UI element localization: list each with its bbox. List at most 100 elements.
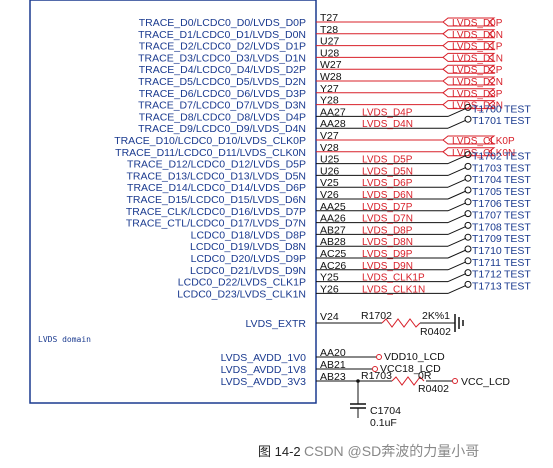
testpoint-circle bbox=[464, 233, 472, 241]
pin-number: W28 bbox=[320, 71, 342, 83]
pin-number: Y27 bbox=[320, 83, 339, 95]
testpoint-ref: T1700 bbox=[472, 103, 502, 115]
testpoint-label: TEST bbox=[504, 174, 531, 186]
pin-name: TRACE_D13/LCDC0_D13/LVDS_D5N bbox=[126, 170, 306, 182]
testpoint-ref: T1706 bbox=[472, 198, 502, 210]
domain-label: LVDS domain bbox=[38, 335, 91, 344]
testpoint-ref: T1710 bbox=[472, 245, 502, 257]
resistor-value: 2K%1 bbox=[422, 310, 450, 322]
figure-caption: 图 14-2 bbox=[258, 444, 301, 459]
power-port bbox=[372, 366, 378, 372]
ic-body-box bbox=[29, 0, 317, 404]
offpage-connector bbox=[442, 135, 496, 145]
net-label: LVDS_D8P bbox=[362, 225, 413, 236]
pin-name: LCDC0_D19/LVDS_D8N bbox=[190, 241, 306, 253]
offpage-connector bbox=[442, 41, 496, 51]
testpoint-stem bbox=[447, 284, 467, 294]
testpoint-circle bbox=[464, 151, 472, 159]
testpoint-label: TEST bbox=[504, 210, 531, 222]
net-label: LVDS_D1N bbox=[452, 53, 503, 64]
pin-number: AB27 bbox=[320, 224, 346, 236]
testpoint-circle bbox=[464, 245, 472, 253]
testpoint-label: TEST bbox=[504, 233, 531, 245]
net-label: LVDS_D4P bbox=[362, 107, 413, 118]
testpoint-circle bbox=[464, 174, 472, 182]
testpoint-circle bbox=[464, 186, 472, 194]
pin-name: TRACE_CLK/LCDC0_D16/LVDS_D7P bbox=[126, 206, 306, 218]
testpoint-stem bbox=[447, 261, 467, 271]
net-label: LVDS_D0P bbox=[452, 18, 503, 29]
testpoint-circle bbox=[464, 198, 472, 206]
net-label: LVDS_D6N bbox=[362, 190, 413, 201]
resistor-ref: R1702 bbox=[361, 310, 392, 322]
net-label: LVDS_D5N bbox=[362, 166, 413, 177]
net-label: LVDS_D1P bbox=[452, 42, 503, 53]
testpoint-ref: T1707 bbox=[472, 210, 502, 222]
testpoint-circle bbox=[464, 257, 472, 265]
pin-name: TRACE_D12/LCDC0_D12/LVDS_D5P bbox=[127, 159, 306, 171]
pin-name: TRACE_D0/LCDC0_D0/LVDS_D0P bbox=[139, 17, 306, 29]
pin-name: TRACE_D11/LCDC0_D11/LVDS_CLK0N bbox=[115, 147, 306, 159]
power-net-label: VCC_LCD bbox=[461, 376, 510, 388]
pin-name: TRACE_D2/LCDC0_D2/LVDS_D1P bbox=[139, 41, 306, 53]
testpoint-circle bbox=[464, 280, 472, 288]
testpoint-ref: T1709 bbox=[472, 233, 502, 245]
testpoint-ref: T1703 bbox=[472, 162, 502, 174]
pin-number: U25 bbox=[320, 154, 339, 166]
power-pin-name: LVDS_AVDD_1V8 bbox=[221, 364, 307, 376]
junction-dot bbox=[356, 379, 360, 383]
pin-name: TRACE_D7/LCDC0_D7/LVDS_D3N bbox=[138, 100, 306, 112]
net-label: LVDS_CLK1P bbox=[362, 273, 425, 284]
net-label: LVDS_CLK1N bbox=[362, 284, 425, 295]
pin-name: LCDC0_D21/LVDS_D9N bbox=[190, 265, 306, 277]
resistor-value: 0R bbox=[418, 370, 432, 382]
pin-number: Y26 bbox=[320, 283, 339, 295]
testpoint-label: TEST bbox=[504, 103, 531, 115]
pin-number: V26 bbox=[320, 189, 339, 201]
testpoint-label: TEST bbox=[504, 245, 531, 257]
testpoint-ref: T1711 bbox=[472, 257, 501, 269]
pin-name: TRACE_D5/LCDC0_D5/LVDS_D2N bbox=[138, 76, 306, 88]
pin-number: U28 bbox=[320, 47, 339, 59]
offpage-connector bbox=[442, 100, 496, 110]
testpoint-label: TEST bbox=[504, 198, 531, 210]
pin-number: Y25 bbox=[320, 272, 339, 284]
net-label: LVDS_D6P bbox=[362, 178, 413, 189]
testpoint-stem bbox=[447, 107, 467, 117]
testpoint-stem bbox=[447, 155, 467, 165]
testpoint-stem bbox=[447, 178, 467, 188]
testpoint-circle bbox=[464, 162, 472, 170]
resistor-package: R0402 bbox=[420, 326, 451, 338]
pin-name: TRACE_D6/LCDC0_D6/LVDS_D3P bbox=[139, 88, 306, 100]
testpoint-ref: T1708 bbox=[472, 221, 502, 233]
pin-number: T27 bbox=[320, 12, 338, 24]
pin-number: AA25 bbox=[320, 201, 346, 213]
power-pin-name: LVDS_AVDD_3V3 bbox=[221, 376, 307, 388]
net-label: LVDS_D7P bbox=[362, 202, 413, 213]
pin-number: AA26 bbox=[320, 213, 346, 225]
pin-name: LVDS_EXTR bbox=[246, 318, 307, 330]
testpoint-label: TEST bbox=[504, 162, 531, 174]
pin-number: AA28 bbox=[320, 118, 346, 130]
net-label: LVDS_D3N bbox=[452, 101, 503, 112]
testpoint-label: TEST bbox=[504, 221, 531, 233]
net-label: LVDS_D4N bbox=[362, 119, 413, 130]
testpoint-ref: T1704 bbox=[472, 174, 502, 186]
testpoint-ref: T1705 bbox=[472, 186, 502, 198]
testpoint-label: TEST bbox=[504, 269, 531, 281]
pin-number: V28 bbox=[320, 142, 339, 154]
pin-name: TRACE_D14/LCDC0_D14/LVDS_D6P bbox=[127, 182, 306, 194]
pin-number: Y28 bbox=[320, 95, 339, 107]
offpage-connector bbox=[442, 76, 496, 86]
testpoint-stem bbox=[447, 249, 467, 259]
power-pin-number: AB21 bbox=[320, 359, 346, 371]
power-pin-number: AA20 bbox=[320, 347, 346, 359]
testpoint-ref: T1713 bbox=[472, 280, 502, 292]
net-label: LVDS_D2N bbox=[452, 77, 503, 88]
net-label: LVDS_D2P bbox=[452, 65, 503, 76]
pin-name: TRACE_D9/LCDC0_D9/LVDS_D4N bbox=[138, 123, 306, 135]
pin-name: LCDC0_D22/LVDS_CLK1P bbox=[178, 277, 306, 289]
pin-name: TRACE_D3/LCDC0_D3/LVDS_D1N bbox=[138, 52, 306, 64]
capacitor-value: 0.1uF bbox=[370, 417, 397, 429]
power-net-label: VDD10_LCD bbox=[384, 351, 445, 363]
